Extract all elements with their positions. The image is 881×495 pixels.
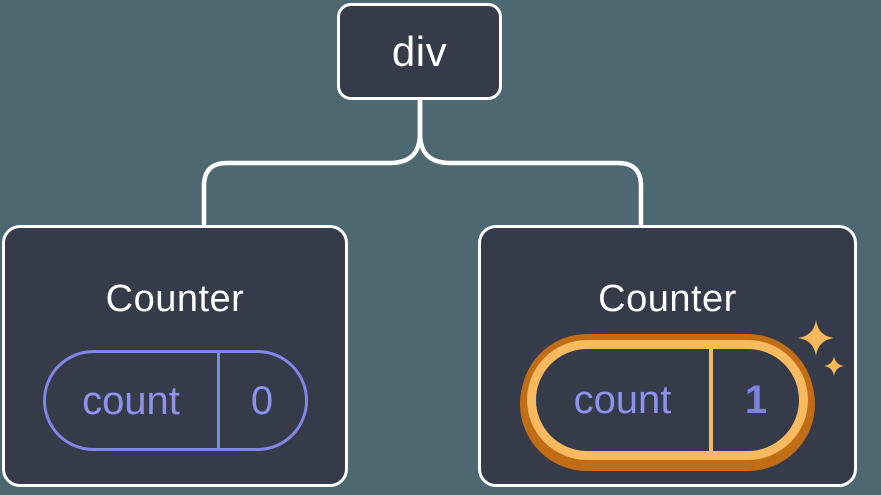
state-key: count [46,353,220,448]
connector-right-branch [417,97,644,227]
state-value: 1 [744,378,768,422]
counter-title: Counter [105,278,245,320]
state-pill-right-highlighted: count 1 [527,340,808,460]
root-node-label: div [391,27,448,75]
root-node-div: div [337,3,502,100]
state-value: 0 [250,378,274,423]
state-key: count [536,349,713,451]
counter-title: Counter [598,278,737,320]
counter-card-right: Counter count 1 [478,225,857,487]
connector-left-branch [201,97,423,227]
counter-card-left: Counter count 0 [2,225,348,487]
state-pill-left: count 0 [42,350,308,451]
